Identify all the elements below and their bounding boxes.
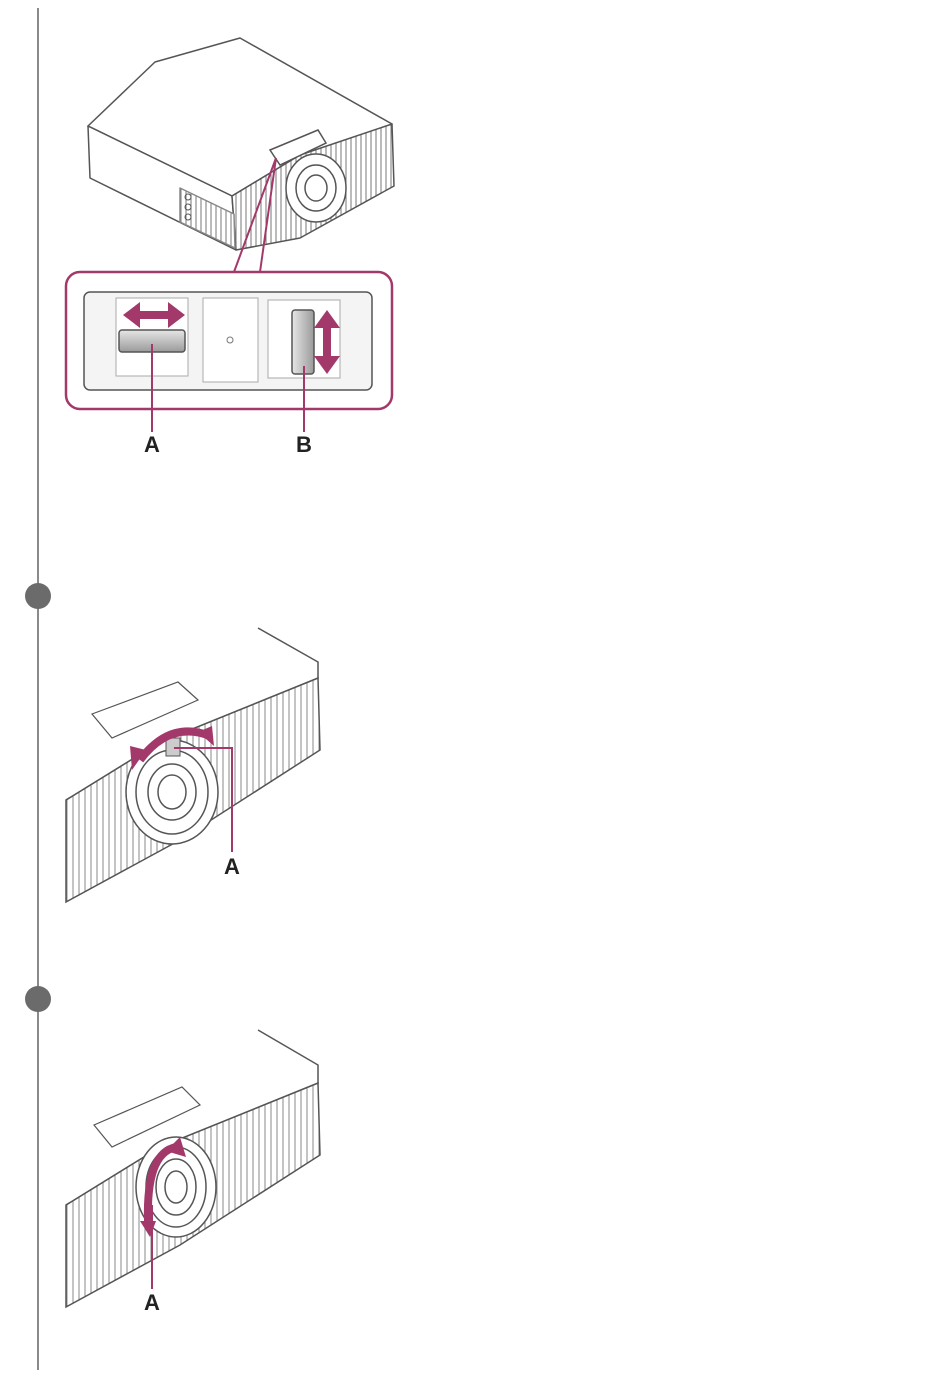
callout-label-a: A bbox=[144, 1290, 160, 1315]
vertical-shift-dial bbox=[292, 310, 314, 374]
lens bbox=[286, 154, 346, 222]
callout-label-a: A bbox=[224, 854, 240, 879]
projector-body bbox=[88, 38, 394, 250]
zoom-lever-illustration: A bbox=[0, 620, 340, 910]
step-marker-3 bbox=[25, 986, 51, 1012]
callout-label-a: A bbox=[144, 432, 160, 457]
lens-shift-illustration: A B bbox=[0, 0, 420, 470]
callout-label-b: B bbox=[296, 432, 312, 457]
focus-ring-illustration: A bbox=[0, 1025, 340, 1325]
step-marker-2 bbox=[25, 583, 51, 609]
